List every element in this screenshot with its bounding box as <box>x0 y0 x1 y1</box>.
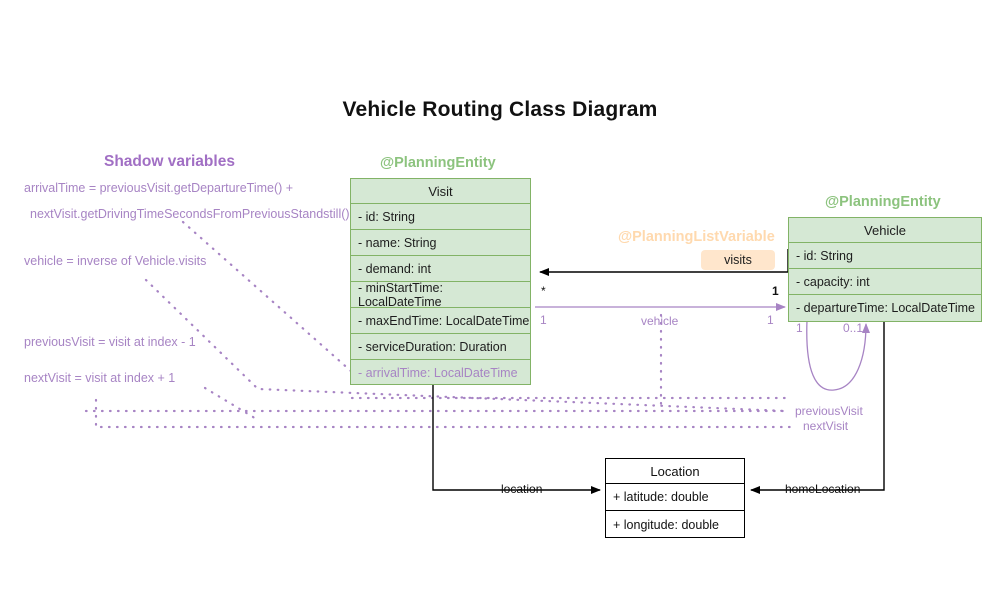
vehicle-attr-id: - id: String <box>789 243 981 269</box>
home-location-relation-label: homeLocation <box>785 482 861 496</box>
visit-attr-name: - name: String <box>351 230 530 256</box>
vehicle-relation-target-multiplicity: 1 <box>767 313 774 327</box>
shadow-variable-line-4: previousVisit = visit at index - 1 <box>24 335 196 349</box>
shadow-variable-line-5: nextVisit = visit at index + 1 <box>24 371 176 385</box>
vehicle-stereotype: @PlanningEntity <box>825 194 941 210</box>
connector-home-location <box>750 322 885 494</box>
visits-target-multiplicity: * <box>541 284 546 298</box>
visit-attr-demand: - demand: int <box>351 256 530 282</box>
shadow-variable-line-2: nextVisit.getDrivingTimeSecondsFromPrevi… <box>30 207 350 221</box>
location-relation-label: location <box>501 482 543 496</box>
previous-visit-label: previousVisit <box>795 404 863 418</box>
location-attr-latitude: + latitude: double <box>606 484 744 511</box>
vehicle-attr-departuretime: - departureTime: LocalDateTime <box>796 301 976 315</box>
shadow-leader-lines <box>84 220 792 429</box>
visits-label-chip: visits <box>701 250 775 270</box>
shadow-variable-line-3: vehicle = inverse of Vehicle.visits <box>24 254 207 268</box>
visit-attr-minstarttime: - minStartTime: LocalDateTime <box>351 281 530 309</box>
visit-attr-arrivaltime: - arrivalTime: LocalDateTime <box>358 366 518 380</box>
visit-attr-id: - id: String <box>351 204 530 230</box>
self-ref-source-multiplicity: 1 <box>796 321 803 335</box>
location-attr-longitude: + longitude: double <box>613 517 719 532</box>
next-visit-label: nextVisit <box>803 419 849 433</box>
vehicle-relation-source-multiplicity: 1 <box>540 313 547 327</box>
vehicle-class-name: Vehicle <box>789 218 981 243</box>
visit-attr-serviceduration: - serviceDuration: Duration <box>351 334 530 360</box>
shadow-variable-line-1: arrivalTime = previousVisit.getDeparture… <box>24 181 294 195</box>
visit-attr-maxendtime: - maxEndTime: LocalDateTime <box>351 308 530 334</box>
class-box-visit[interactable]: Visit - id: String - name: String - dema… <box>350 178 531 385</box>
visits-source-multiplicity: 1 <box>772 284 779 298</box>
connector-self-visit-loop <box>806 319 870 391</box>
page-title: Vehicle Routing Class Diagram <box>342 98 658 121</box>
class-box-location[interactable]: Location + latitude: double + longitude:… <box>605 458 745 538</box>
vehicle-attr-capacity: - capacity: int <box>789 269 981 295</box>
shadow-variables-heading: Shadow variables <box>104 153 235 170</box>
location-class-name: Location <box>606 459 744 484</box>
vehicle-relation-label: vehicle <box>641 314 679 328</box>
class-box-vehicle[interactable]: Vehicle - id: String - capacity: int - d… <box>788 217 982 322</box>
visit-stereotype: @PlanningEntity <box>380 155 496 171</box>
visits-stereotype: @PlanningListVariable <box>618 229 775 245</box>
connector-location <box>432 385 601 494</box>
self-ref-target-multiplicity: 0..1 <box>843 321 864 335</box>
visit-class-name: Visit <box>351 179 530 204</box>
